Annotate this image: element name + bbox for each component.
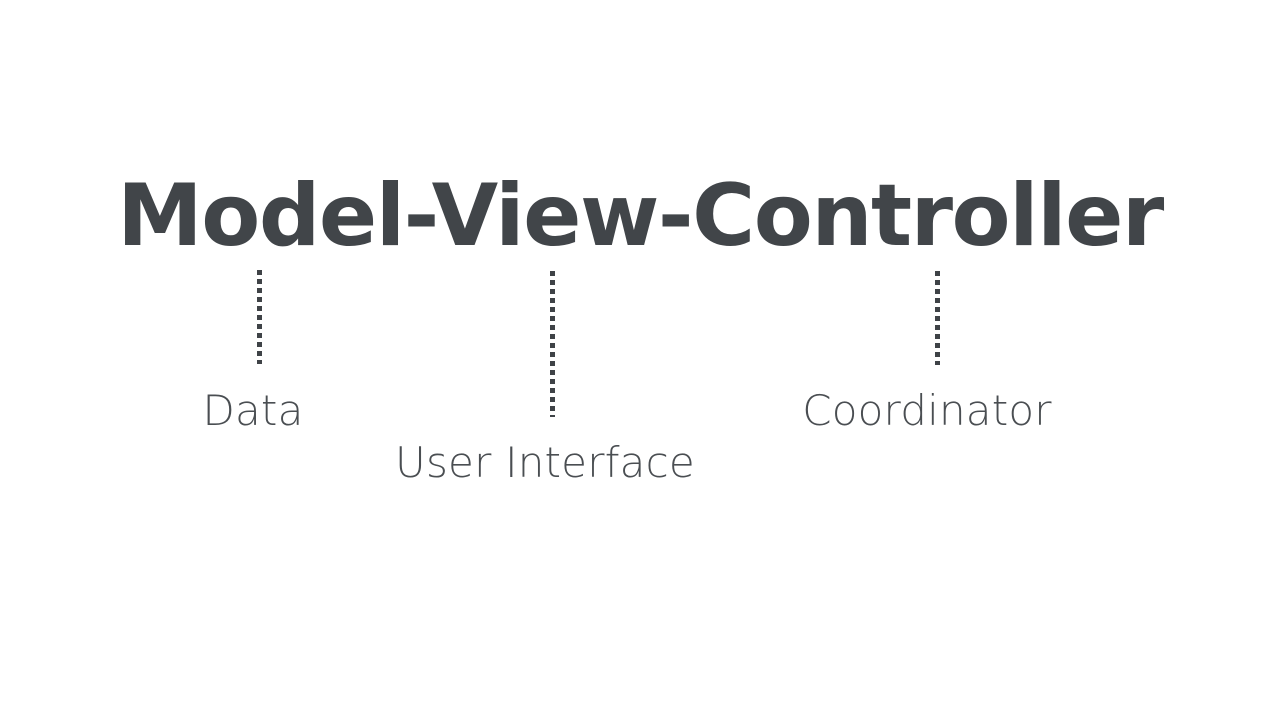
page-title: Model-View-Controller — [117, 166, 1164, 266]
label-model-data: Data — [202, 386, 304, 435]
connector-view — [550, 271, 555, 417]
label-view-user-interface: User Interface — [395, 438, 695, 487]
label-controller-coordinator: Coordinator — [802, 386, 1052, 435]
connector-model — [257, 270, 262, 364]
connector-controller — [935, 271, 940, 365]
